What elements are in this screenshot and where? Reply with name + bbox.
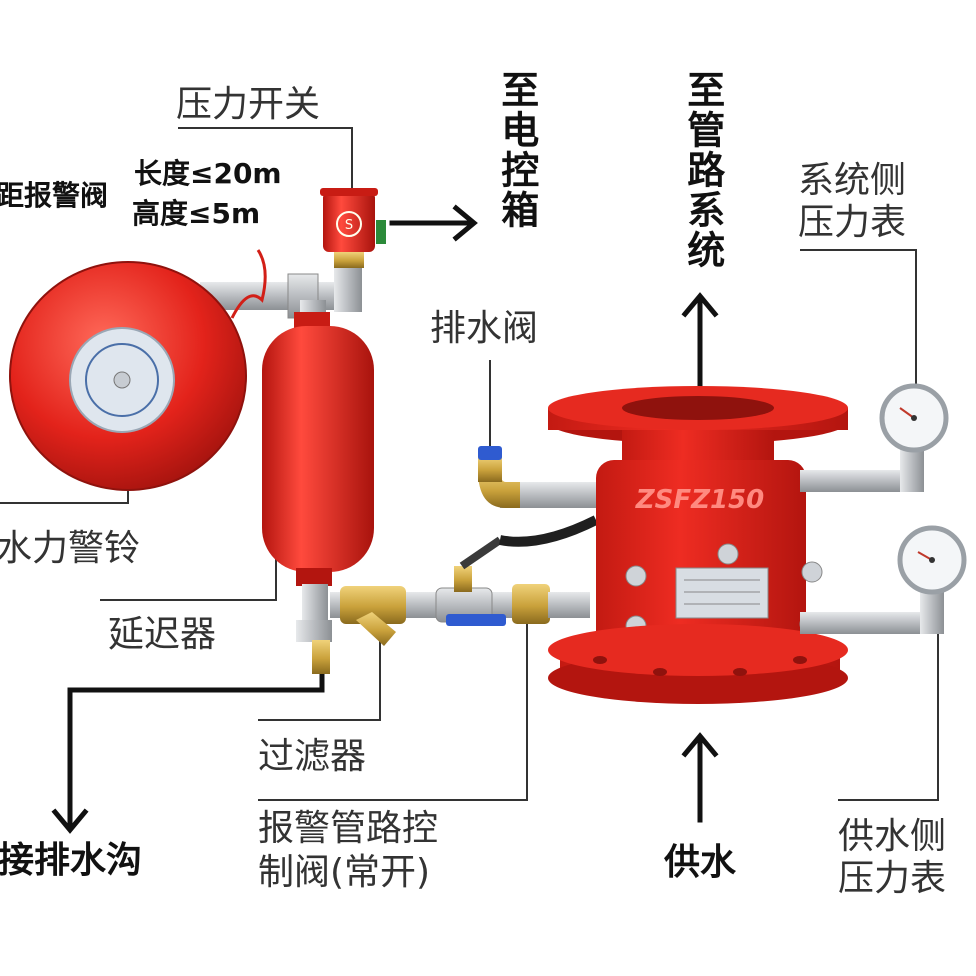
leader-pressure-switch [178,127,353,198]
label-supply-gauge-line2: 压力表 [838,858,947,899]
drain-valve-assembly [478,446,600,547]
leader-lines [0,127,939,801]
leader-system-gauge [800,249,917,390]
system-gauge-assembly [800,383,949,492]
arrow-up-system-head [681,292,719,318]
valve-model-text: ZSFZ150 [635,485,764,515]
label-filter: 过滤器 [258,736,367,777]
leader-supply-gauge [838,568,939,801]
leader-delayer [100,555,277,601]
label-delayer: 延迟器 [108,614,217,655]
svg-text:S: S [345,218,353,233]
drain-valve-handle [478,446,502,460]
valve-nameplate [675,567,769,619]
delayer-tank [262,312,374,674]
supply-gauge-assembly [800,525,967,634]
label-system-gauge-line1: 系统侧 [798,160,907,201]
leader-filter [258,640,381,721]
label-alarm-control-valve-line2: 制阀(常开) [258,852,431,893]
label-pressure-switch: 压力开关 [176,84,321,125]
ball-valve-handle [446,614,506,626]
label-drain-valve: 排水阀 [430,308,539,349]
label-length-limit: 长度≤20m [134,157,282,190]
label-water-bell: 水力警铃 [0,528,141,569]
arrow-drain-head [51,808,89,834]
label-supply-gauge-line1: 供水侧 [838,816,947,857]
label-to-pipe-system: 至管路系统 [680,70,725,270]
arrow-up-supply-head [681,732,719,758]
leader-water-bell [0,490,129,504]
arrow-to-control-box-head [452,204,478,242]
lower-branch-pipe [330,536,590,646]
alarm-valve: ZSFZ150 [548,386,848,704]
label-to-alarm-valve: 距报警阀 [0,179,109,212]
label-water-supply: 供水 [664,842,737,883]
water-bell [9,261,247,491]
leader-control-valve [258,610,528,801]
drain-path-line [67,669,325,829]
pressure-switch: S [320,188,386,268]
label-to-control-box: 至电控箱 [494,70,539,230]
label-height-limit: 高度≤5m [132,197,261,230]
label-alarm-control-valve-line1: 报警管路控 [258,808,439,849]
label-system-gauge-line2: 压力表 [798,202,907,243]
label-drain-ditch: 接排水沟 [0,840,143,881]
filter-body [340,586,406,624]
arrows [51,204,719,834]
